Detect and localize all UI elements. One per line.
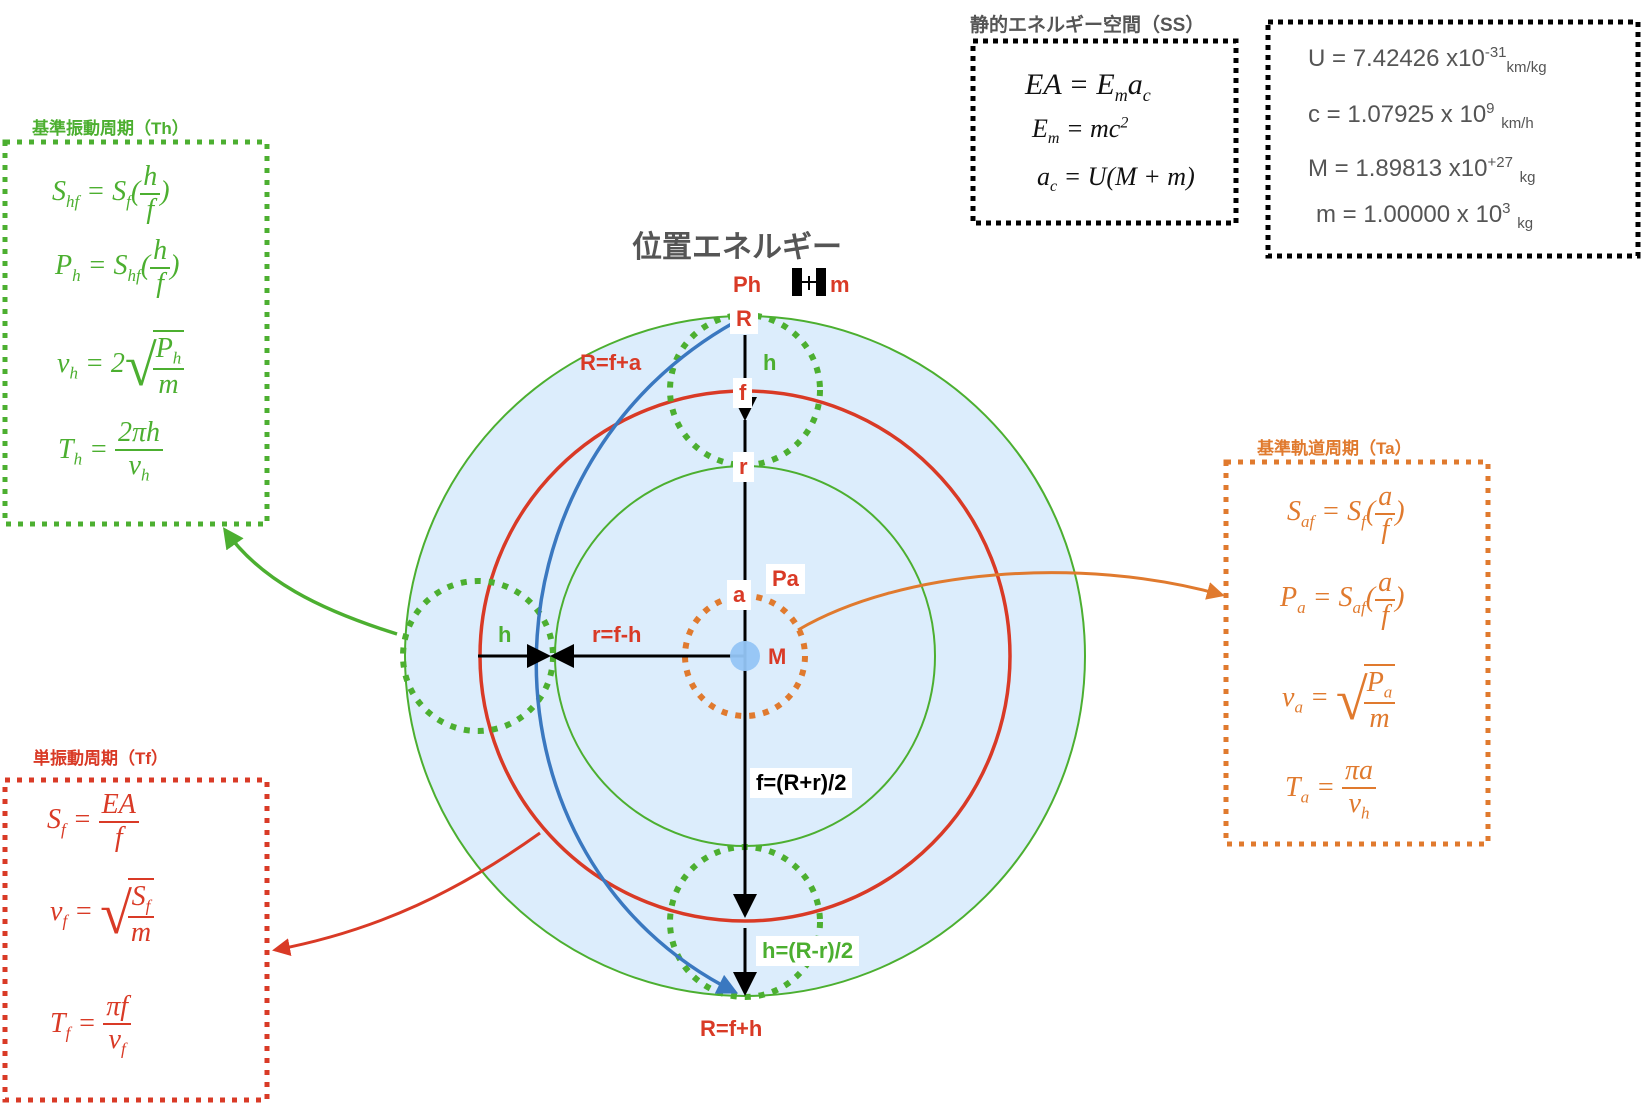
constant-M: M = 1.89813 x10+27 kg [1308,154,1536,186]
label-Ph: Ph [733,272,762,297]
equation-ac: ac = U(M + m) [1037,162,1195,196]
satellite-icon [792,268,826,296]
label-m: m [830,272,850,297]
label-h-eq: h=(R-r)/2 [756,936,860,966]
label-h-top: h [763,350,777,375]
label-r-eq: r=f-h [592,622,642,647]
tf-box-title: 単振動周期（Tf） [33,749,169,768]
tf-box-border [2,777,270,1103]
label-f: f [733,378,753,408]
equation-ea: EA = Emac [1025,68,1151,105]
th-box-title: 基準振動周期（Th） [32,119,189,138]
constant-c: c = 1.07925 x 109 km/h [1308,100,1534,132]
label-R-top: R [730,304,758,334]
th-box-border [2,139,270,527]
ss-box-border [970,38,1239,226]
diagram-title: 位置エネルギー [632,231,842,264]
constant-m: m = 1.00000 x 103 kg [1316,200,1534,232]
label-R-eq-fa: R=f+a [580,350,642,375]
ta-box-border [1223,459,1491,847]
label-M: M [768,644,787,669]
arrow-to-ta-box [797,571,1225,632]
label-f-eq: f=(R+r)/2 [750,768,853,798]
label-h-left: h [498,622,512,647]
constants-box-border [1265,19,1641,259]
ta-box-title: 基準軌道周期（Ta） [1257,439,1412,458]
equation-em: Em = mc2 [1032,114,1129,148]
label-a: a [727,580,752,610]
arrow-to-th-box [222,527,398,636]
label-Pa: Pa [766,564,805,594]
label-r: r [733,452,754,482]
central-mass-M [730,641,760,671]
constant-U: U = 7.42426 x10-31km/kg [1308,44,1547,76]
label-R-eq-fh: R=f+h [700,1016,763,1041]
ss-box-title: 静的エネルギー空間（SS） [970,15,1205,36]
arrow-to-tf-box [272,831,541,957]
